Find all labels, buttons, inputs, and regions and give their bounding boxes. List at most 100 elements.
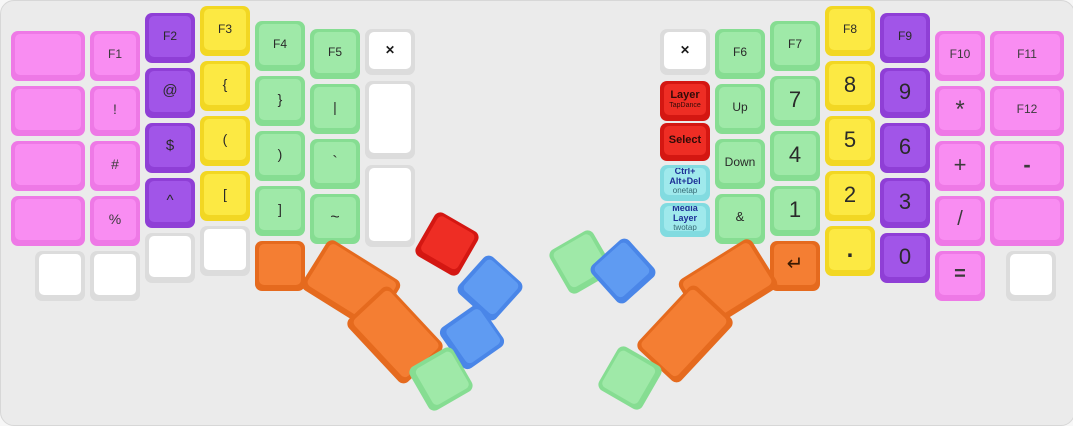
key-f6[interactable]: F6 (715, 29, 765, 79)
key-enter[interactable]: ↵ (770, 241, 820, 291)
key-f3[interactable]: F3 (200, 6, 250, 56)
key-blank[interactable] (365, 81, 415, 159)
key-percent[interactable]: % (90, 196, 140, 246)
key-down[interactable]: Down (715, 139, 765, 189)
key-f7[interactable]: F7 (770, 21, 820, 71)
key-f11[interactable]: F11 (990, 31, 1064, 81)
key-hash[interactable]: # (90, 141, 140, 191)
key-blank-face (259, 244, 301, 285)
key-blank[interactable] (255, 241, 305, 291)
key-pipe-label: | (333, 98, 337, 115)
key-blank[interactable] (90, 251, 140, 301)
key-grave[interactable]: ` (310, 139, 360, 189)
key-asterisk[interactable]: * (935, 86, 985, 136)
key-grave-label: ` (332, 153, 338, 171)
key-f12[interactable]: F12 (990, 86, 1064, 136)
key-close-brace-label: } (277, 90, 283, 107)
key-open-brace[interactable]: { (200, 61, 250, 111)
key-equals[interactable]: = (935, 251, 985, 301)
key-f9-label: F9 (897, 29, 912, 44)
key-close-left[interactable]: ✕ (365, 29, 415, 75)
key-close-right[interactable]: ✕ (660, 29, 710, 75)
key-f2[interactable]: F2 (145, 13, 195, 63)
key-blank[interactable] (990, 196, 1064, 246)
thumb-left-red-face (419, 214, 477, 271)
key-8[interactable]: 8 (825, 61, 875, 111)
key-plus[interactable]: + (935, 141, 985, 191)
key-tilde[interactable]: ~ (310, 194, 360, 244)
key-f10[interactable]: F10 (935, 31, 985, 81)
key-close-left-face: ✕ (369, 32, 411, 69)
key-caret-label: ^ (166, 192, 174, 210)
key-blank[interactable] (11, 196, 85, 246)
key-caret-face: ^ (149, 181, 191, 222)
key-up[interactable]: Up (715, 84, 765, 134)
key-down-face: Down (719, 142, 761, 183)
key-slash-label: / (957, 207, 963, 230)
key-3[interactable]: 3 (880, 178, 930, 228)
key-close-brace[interactable]: } (255, 76, 305, 126)
key-close-paren[interactable]: ) (255, 131, 305, 181)
key-f1[interactable]: F1 (90, 31, 140, 81)
key-dollar-face: $ (149, 126, 191, 167)
key-ampersand[interactable]: & (715, 194, 765, 244)
key-f8[interactable]: F8 (825, 6, 875, 56)
key-1[interactable]: 1 (770, 186, 820, 236)
key-f9-face: F9 (884, 16, 926, 57)
key-4[interactable]: 4 (770, 131, 820, 181)
key-pipe[interactable]: | (310, 84, 360, 134)
key-6[interactable]: 6 (880, 123, 930, 173)
key-2-label: 2 (843, 181, 857, 207)
key-3-face: 3 (884, 181, 926, 222)
key-equals-face: = (939, 254, 981, 295)
key-blank-face (39, 254, 81, 295)
key-blank[interactable] (35, 251, 85, 301)
thumb-left-red[interactable] (412, 209, 482, 279)
key-enter-face: ↵ (774, 244, 816, 285)
key-f9[interactable]: F9 (880, 13, 930, 63)
key-dot[interactable]: . (825, 226, 875, 276)
key-blank[interactable] (200, 226, 250, 276)
key-f5-label: F5 (327, 45, 342, 60)
key-exclamation[interactable]: ! (90, 86, 140, 136)
key-blank[interactable] (145, 233, 195, 283)
key-blank[interactable] (365, 165, 415, 247)
key-select-face: Select (664, 126, 706, 155)
key-blank[interactable] (11, 86, 85, 136)
key-5[interactable]: 5 (825, 116, 875, 166)
key-blank-face (15, 89, 81, 130)
key-open-bracket[interactable]: [ (200, 171, 250, 221)
key-open-paren[interactable]: ( (200, 116, 250, 166)
key-select[interactable]: Select (660, 123, 710, 161)
key-2[interactable]: 2 (825, 171, 875, 221)
key-close-bracket[interactable]: ] (255, 186, 305, 236)
key-at[interactable]: @ (145, 68, 195, 118)
key-blank[interactable] (11, 31, 85, 81)
key-layer-tapdance-label: Layer (670, 88, 700, 101)
key-blank-face (994, 199, 1060, 240)
key-slash[interactable]: / (935, 196, 985, 246)
key-f4[interactable]: F4 (255, 21, 305, 71)
key-f11-face: F11 (994, 34, 1060, 75)
key-9[interactable]: 9 (880, 68, 930, 118)
key-blank[interactable] (1006, 251, 1056, 301)
key-f11-label: F11 (1017, 47, 1037, 62)
key-7[interactable]: 7 (770, 76, 820, 126)
key-9-label: 9 (898, 78, 912, 104)
key-layer-tapdance-label: TapDance (669, 101, 701, 109)
key-minus[interactable]: - (990, 141, 1064, 191)
key-dollar[interactable]: $ (145, 123, 195, 173)
key-caret[interactable]: ^ (145, 178, 195, 228)
key-blank[interactable] (11, 141, 85, 191)
key-media-layer-label: Layer (672, 213, 698, 224)
key-f5[interactable]: F5 (310, 29, 360, 79)
key-f8-face: F8 (829, 9, 871, 50)
key-ctrl-alt-del-label: Ctrl+ (674, 168, 696, 177)
key-open-paren-face: ( (204, 119, 246, 160)
key-0[interactable]: 0 (880, 233, 930, 283)
